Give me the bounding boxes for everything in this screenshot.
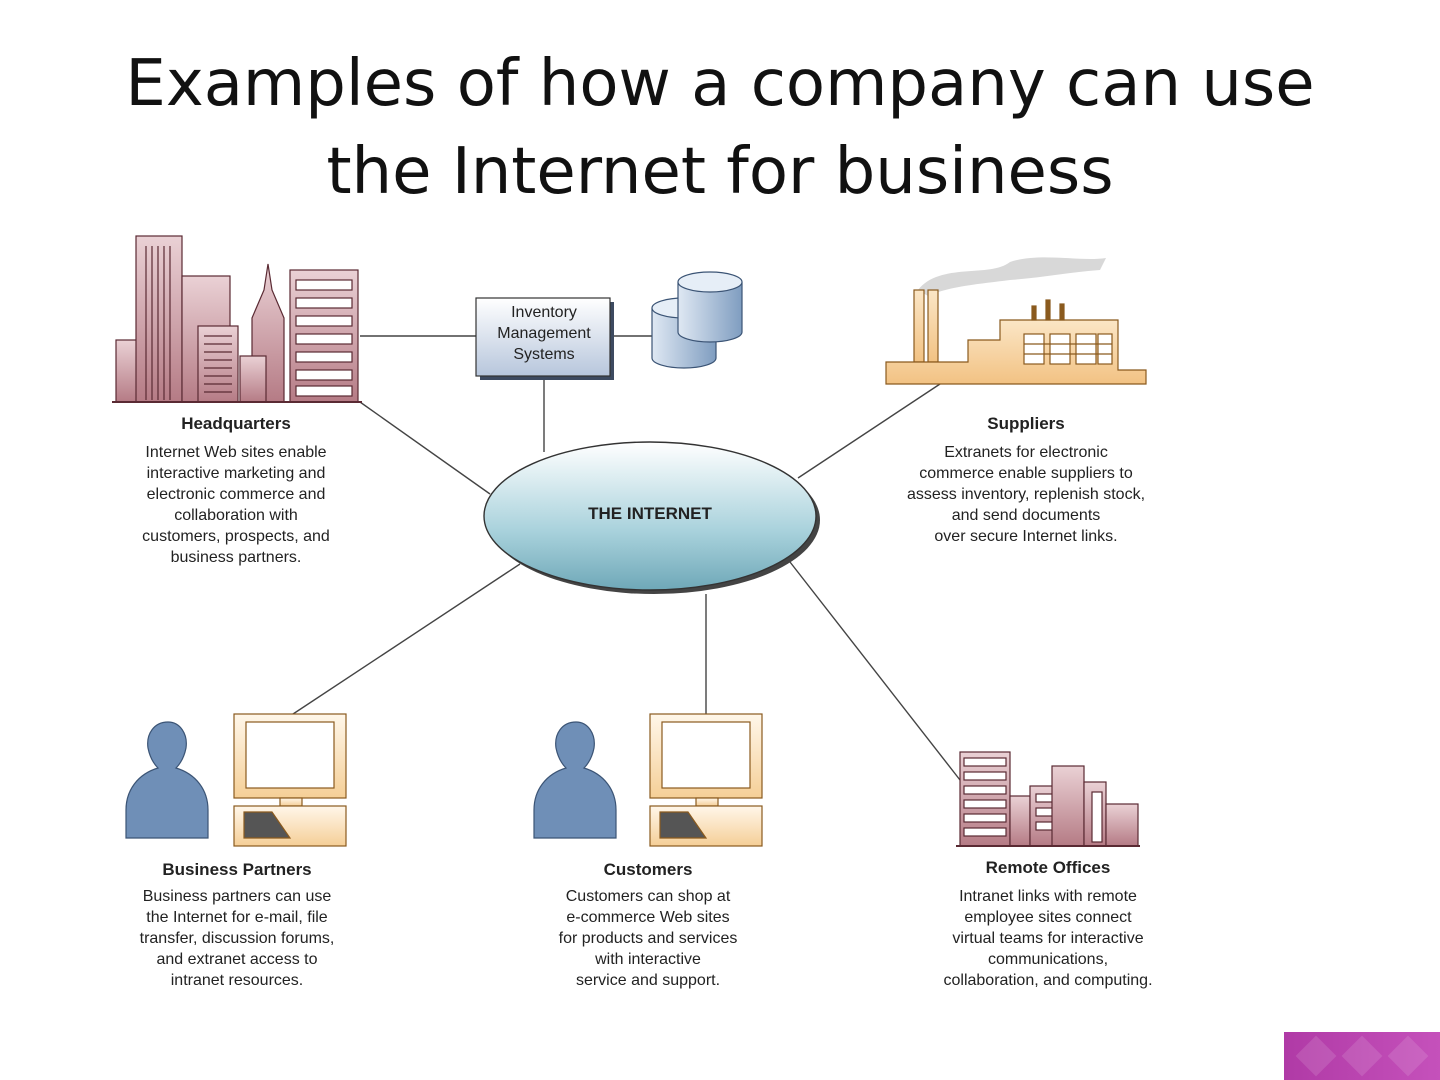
remote-offices-description: Intranet links with remote employee site…: [943, 888, 1153, 989]
remote-offices-title: Remote Offices: [985, 858, 1111, 877]
headquarters-description: Internet Web sites enable interactive ma…: [142, 444, 330, 566]
connection-lines: [289, 335, 961, 781]
nav-diamond-shape: [1295, 1035, 1337, 1077]
customer-person-icon: [533, 721, 617, 839]
remote-offices-building-icon: [956, 751, 1140, 847]
factory-icon: [885, 257, 1147, 385]
slide-title-line-2: the Internet for business: [326, 135, 1114, 209]
internet-cloud: [483, 441, 820, 594]
business-partner-computer-icon: [233, 713, 347, 847]
customers-description: Customers can shop at e-commerce Web sit…: [558, 888, 738, 989]
link-suppliers-internet: [797, 383, 941, 479]
database-icon: [651, 271, 743, 369]
suppliers-title: Suppliers: [987, 414, 1065, 433]
link-remote-internet: [789, 561, 961, 781]
business-partners-description: Business partners can use the Internet f…: [139, 888, 335, 989]
nav-diamond-shape: [1387, 1035, 1429, 1077]
inventory-system-label: Inventory Management Systems: [497, 304, 591, 363]
link-partners-internet: [289, 563, 521, 717]
customers-title: Customers: [603, 860, 693, 879]
next-slide-button[interactable]: [1284, 1032, 1440, 1080]
nav-diamond-shape: [1341, 1035, 1383, 1077]
headquarters-building-icon: [112, 235, 362, 403]
customer-computer-icon: [649, 713, 763, 847]
slide-title-line-1: Examples of how a company can use: [125, 47, 1315, 121]
internet-label: THE INTERNET: [588, 504, 712, 523]
inventory-system-box: [475, 297, 614, 380]
suppliers-description: Extranets for electronic commerce enable…: [906, 444, 1146, 545]
headquarters-title: Headquarters: [181, 414, 291, 433]
business-partners-title: Business Partners: [162, 860, 312, 879]
slide-title: Examples of how a company can use the In…: [0, 40, 1440, 216]
business-partner-person-icon: [125, 721, 209, 839]
link-hq-internet: [359, 401, 491, 495]
